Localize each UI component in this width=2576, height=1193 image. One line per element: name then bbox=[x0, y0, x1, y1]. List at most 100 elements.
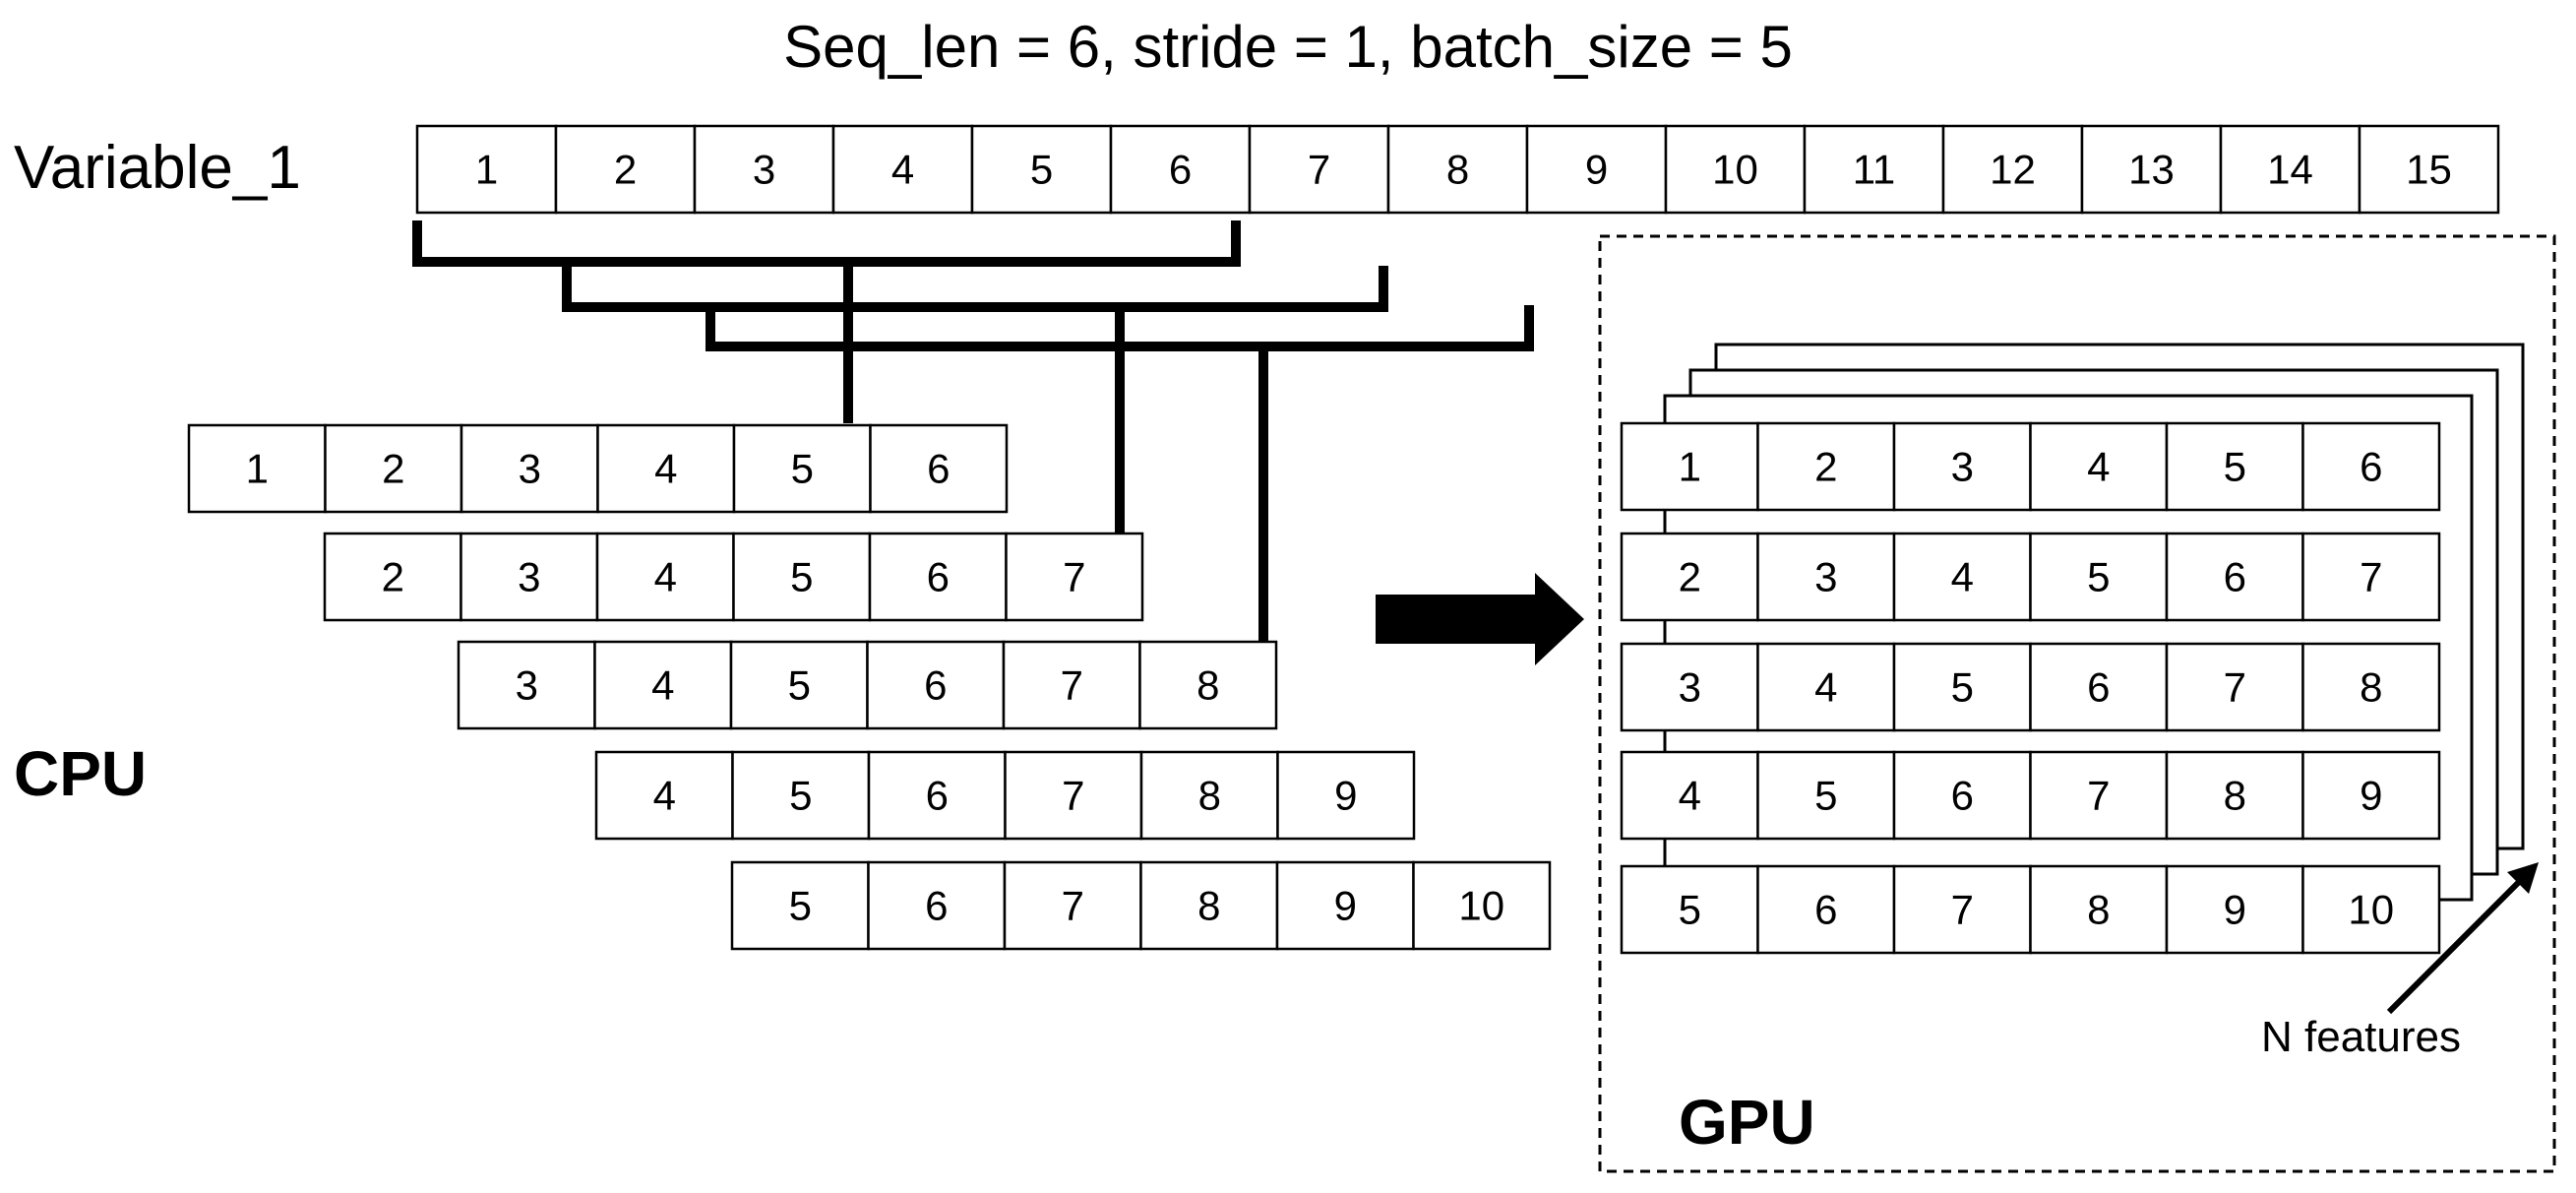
cell-value: 2 bbox=[614, 147, 637, 193]
cell-value: 6 bbox=[925, 883, 948, 929]
cell-value: 10 bbox=[1458, 883, 1504, 929]
gpu-batch-row: 2 3 4 5 6 7 bbox=[1620, 532, 2441, 622]
cell-value: 10 bbox=[2348, 887, 2394, 933]
gpu-cell: 3 bbox=[1756, 532, 1896, 622]
cpu-cell: 7 bbox=[1004, 750, 1143, 841]
cell-value: 8 bbox=[2224, 773, 2246, 819]
variable-cell: 5 bbox=[970, 124, 1113, 215]
gpu-cell: 1 bbox=[1620, 421, 1759, 512]
variable-cell: 4 bbox=[831, 124, 974, 215]
cpu-cell: 7 bbox=[1002, 640, 1141, 730]
cell-value: 4 bbox=[654, 554, 677, 600]
cell-value: 6 bbox=[924, 662, 947, 709]
cell-value: 8 bbox=[1196, 662, 1219, 709]
gpu-cell: 5 bbox=[2029, 532, 2169, 622]
cell-value: 4 bbox=[1814, 664, 1837, 711]
cpu-cell: 5 bbox=[730, 860, 870, 951]
cell-value: 4 bbox=[1679, 773, 1701, 819]
cpu-cell: 1 bbox=[187, 423, 327, 514]
variable-cell: 6 bbox=[1109, 124, 1252, 215]
cell-value: 7 bbox=[1063, 554, 1085, 600]
cpu-cell: 5 bbox=[731, 750, 871, 841]
variable-cell: 12 bbox=[1941, 124, 2084, 215]
cpu-cell: 2 bbox=[323, 532, 462, 622]
cpu-cell: 7 bbox=[1003, 860, 1142, 951]
gpu-cell: 5 bbox=[1756, 750, 1896, 841]
gpu-box bbox=[1598, 234, 2556, 1173]
features-arrow-line bbox=[2386, 879, 2522, 1015]
cell-value: 6 bbox=[2087, 664, 2110, 711]
cell-value: 6 bbox=[1169, 147, 1192, 193]
cell-value: 3 bbox=[753, 147, 775, 193]
gpu-cell: 6 bbox=[2165, 532, 2304, 622]
cell-value: 5 bbox=[2087, 554, 2110, 600]
cell-value: 3 bbox=[516, 662, 538, 709]
gpu-cell: 6 bbox=[1756, 864, 1896, 955]
cell-value: 9 bbox=[1585, 147, 1608, 193]
cpu-cell: 4 bbox=[595, 532, 735, 622]
gpu-cell: 4 bbox=[1620, 750, 1759, 841]
window-bracket-1 bbox=[412, 220, 1241, 267]
cell-value: 11 bbox=[1853, 147, 1896, 193]
cell-value: 9 bbox=[1334, 883, 1357, 929]
cell-value: 7 bbox=[1062, 773, 1084, 819]
cell-value: 3 bbox=[1951, 444, 1974, 490]
cell-value: 8 bbox=[2360, 664, 2382, 711]
cell-value: 6 bbox=[927, 446, 950, 492]
variable-cell: 15 bbox=[2358, 124, 2500, 215]
cpu-cell: 5 bbox=[729, 640, 869, 730]
cell-value: 1 bbox=[1679, 444, 1701, 490]
cpu-cell: 4 bbox=[594, 750, 734, 841]
cell-value: 7 bbox=[2360, 554, 2382, 600]
cpu-cell: 9 bbox=[1275, 860, 1415, 951]
cell-value: 5 bbox=[789, 883, 812, 929]
cell-value: 6 bbox=[1951, 773, 1974, 819]
cpu-cell: 10 bbox=[1412, 860, 1552, 951]
variable-cell: 3 bbox=[693, 124, 835, 215]
cell-value: 14 bbox=[2267, 147, 2313, 193]
variable-cell: 11 bbox=[1803, 124, 1945, 215]
cell-value: 6 bbox=[926, 773, 949, 819]
cell-value: 7 bbox=[1308, 147, 1330, 193]
cell-value: 13 bbox=[2128, 147, 2175, 193]
cell-value: 1 bbox=[246, 446, 269, 492]
gpu-cell: 4 bbox=[1892, 532, 2032, 622]
cpu-cell: 4 bbox=[596, 423, 736, 514]
cell-value: 3 bbox=[519, 446, 541, 492]
cell-value: 7 bbox=[1951, 887, 1974, 933]
cell-value: 4 bbox=[2087, 444, 2110, 490]
cpu-cell: 6 bbox=[869, 423, 1009, 514]
variable-cell: 8 bbox=[1386, 124, 1529, 215]
features-arrow-head-icon bbox=[2507, 862, 2539, 894]
gpu-cell: 2 bbox=[1756, 421, 1896, 512]
cell-value: 3 bbox=[518, 554, 540, 600]
window-bracket-2 bbox=[562, 266, 1388, 312]
gpu-cell: 3 bbox=[1892, 421, 2032, 512]
features-label: N features bbox=[2261, 1013, 2461, 1061]
cell-value: 2 bbox=[1679, 554, 1701, 600]
cell-value: 6 bbox=[2224, 554, 2246, 600]
cell-value: 5 bbox=[2224, 444, 2246, 490]
variable-cell: 2 bbox=[554, 124, 697, 215]
variable-cell: 14 bbox=[2219, 124, 2361, 215]
gpu-cell: 7 bbox=[2165, 642, 2304, 732]
cell-value: 3 bbox=[1814, 554, 1837, 600]
cell-value: 5 bbox=[1814, 773, 1837, 819]
cell-value: 2 bbox=[1814, 444, 1837, 490]
cell-value: 7 bbox=[1061, 662, 1083, 709]
cell-value: 5 bbox=[1679, 887, 1701, 933]
cpu-cell: 3 bbox=[460, 532, 599, 622]
gpu-cell: 6 bbox=[2029, 642, 2169, 732]
cell-value: 4 bbox=[1951, 554, 1974, 600]
cpu-cell: 8 bbox=[1138, 640, 1278, 730]
cell-value: 8 bbox=[2087, 887, 2110, 933]
gpu-cell: 5 bbox=[1892, 642, 2032, 732]
